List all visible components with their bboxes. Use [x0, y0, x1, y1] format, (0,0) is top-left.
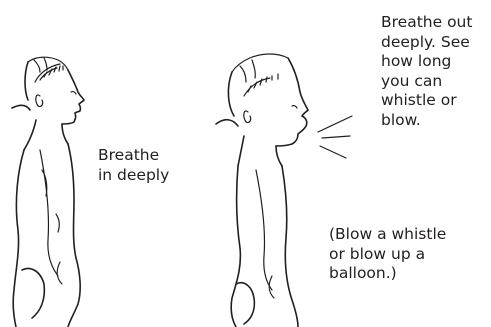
- exhale-line: how long: [381, 52, 451, 70]
- child-exhaling-figure: [216, 54, 352, 327]
- note-line: (Blow a whistle: [329, 225, 446, 243]
- exhale-line: blow.: [381, 111, 421, 129]
- breath-lines: [318, 116, 352, 158]
- note-line: balloon.): [329, 264, 397, 282]
- whistle-balloon-note: (Blow a whistle or blow up a balloon.): [329, 225, 489, 284]
- note-line: or blow up a: [329, 245, 425, 263]
- inhale-label-line-1: Breathe: [98, 146, 159, 164]
- inhale-label: Breathe in deeply: [98, 146, 218, 185]
- inhale-label-line-2: in deeply: [98, 166, 169, 184]
- exhale-line: Breathe out: [381, 13, 472, 31]
- exhale-instructions: Breathe out deeply. See how long you can…: [381, 13, 489, 130]
- child-inhaling-figure: [12, 57, 84, 327]
- exhale-line: deeply. See: [381, 33, 470, 51]
- exhale-line: you can: [381, 72, 442, 90]
- exhale-line: whistle or: [381, 91, 457, 109]
